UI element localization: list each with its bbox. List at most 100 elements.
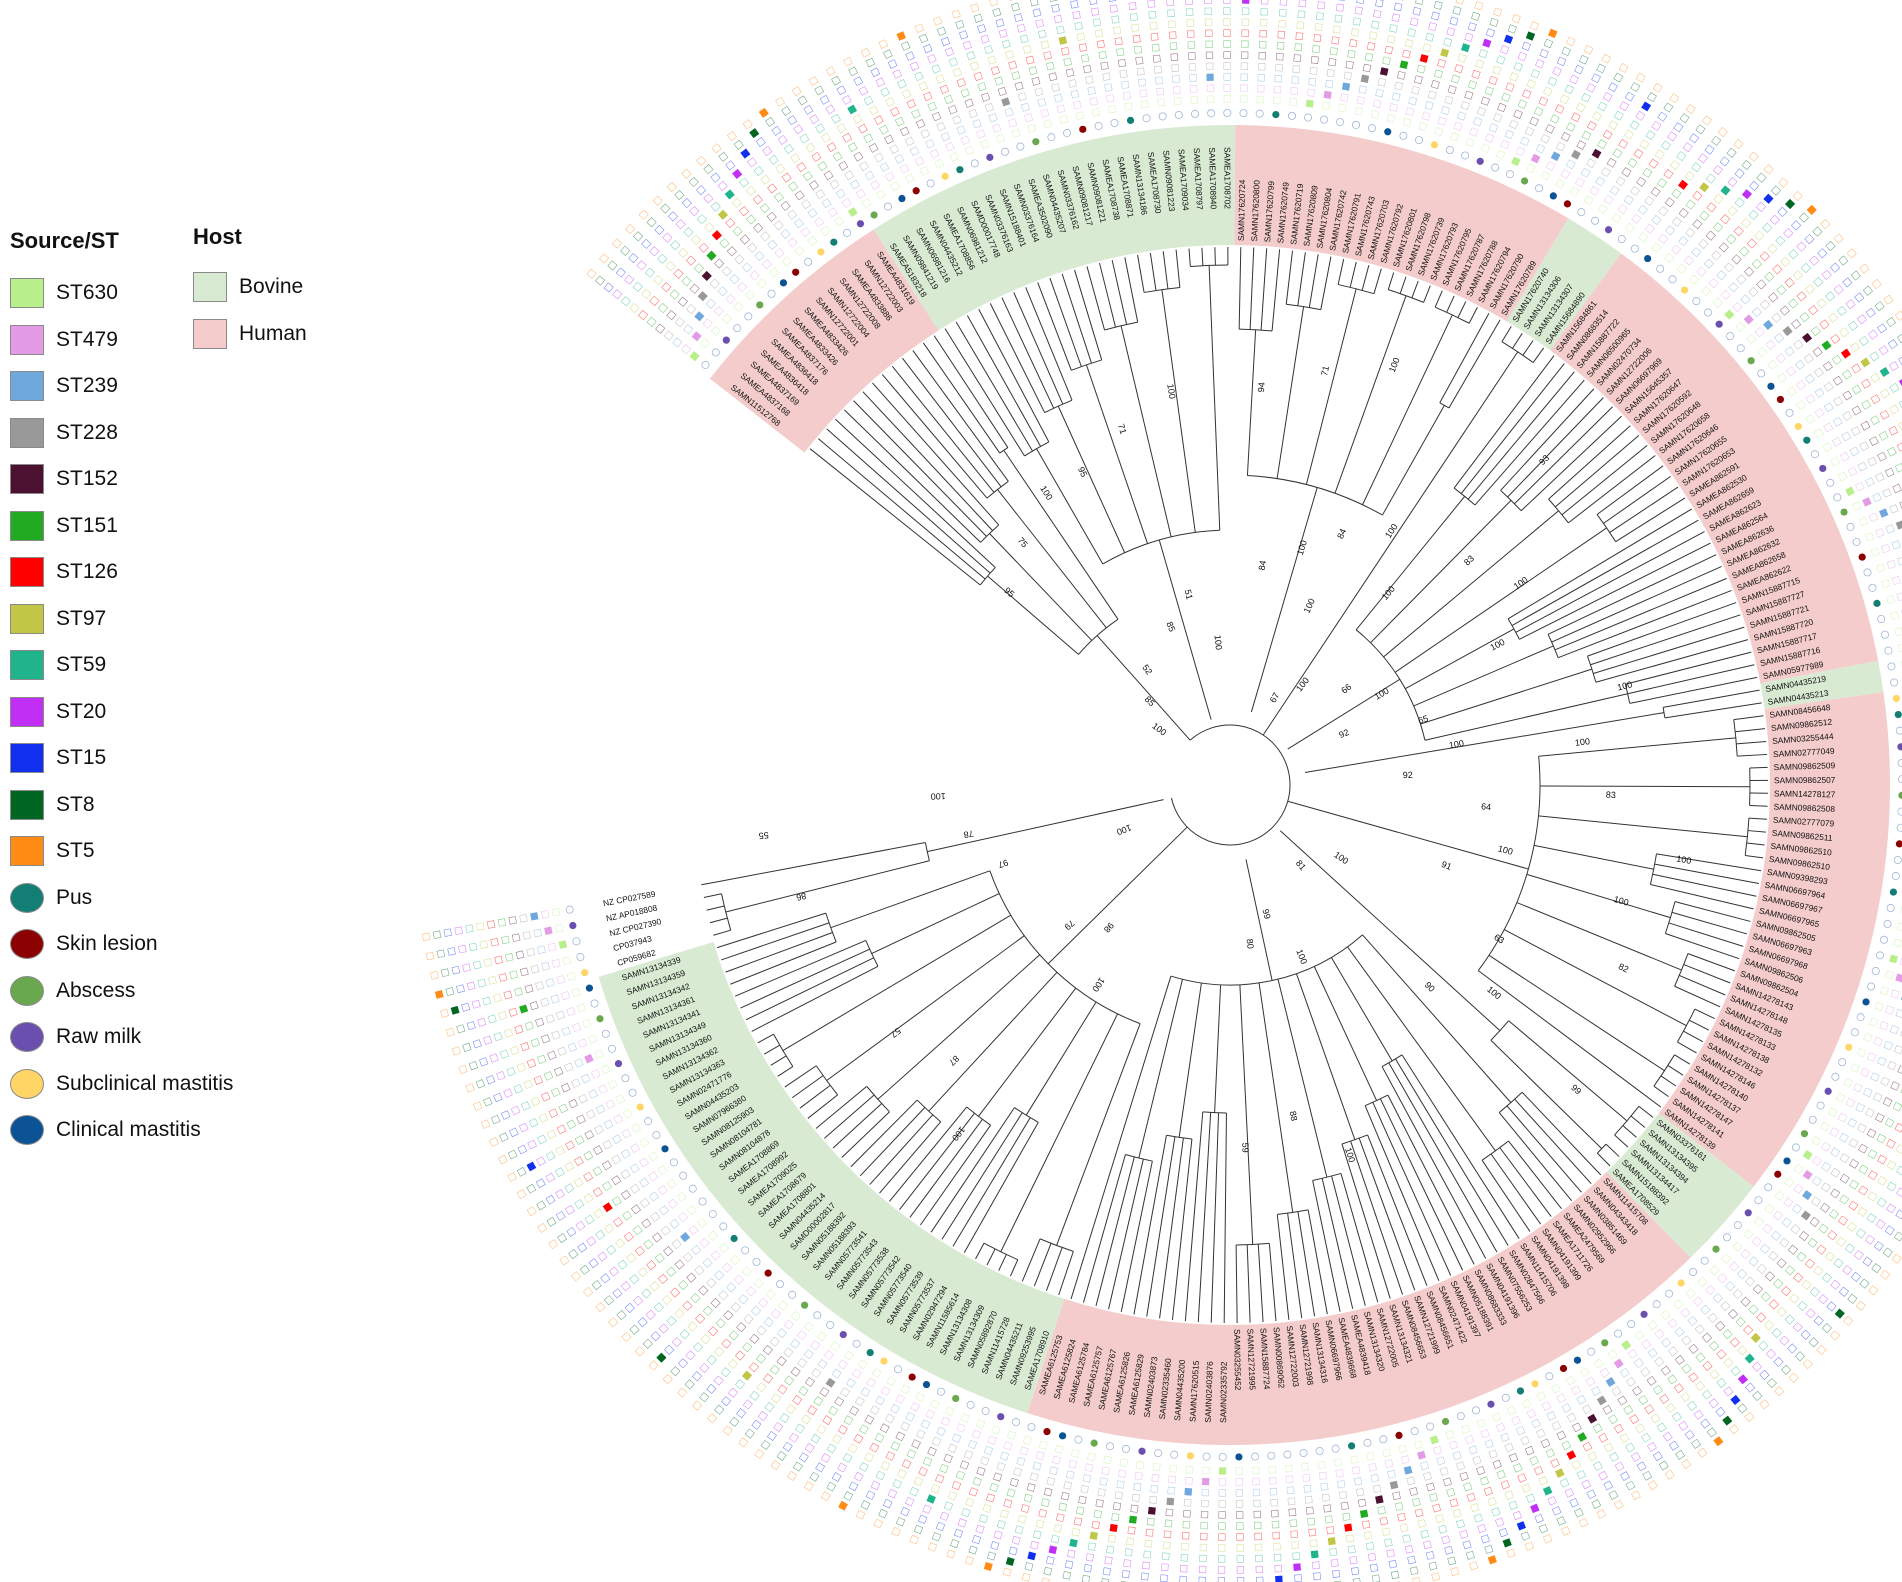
source-marker <box>1627 1320 1636 1329</box>
st-marker <box>1619 1367 1630 1378</box>
st-marker <box>1412 1577 1421 1582</box>
st-marker <box>1080 54 1090 63</box>
tip-branch <box>1547 554 1717 635</box>
st-marker <box>890 1403 900 1414</box>
st-marker <box>1839 1194 1850 1205</box>
st-marker <box>1624 91 1635 102</box>
source-marker <box>621 1074 630 1083</box>
st-marker <box>1354 6 1363 15</box>
st-marker <box>1809 1217 1820 1228</box>
st-marker <box>1617 204 1628 215</box>
st-marker <box>993 1530 1003 1540</box>
st-marker <box>767 183 778 194</box>
st-marker <box>1386 1549 1395 1558</box>
st-marker <box>891 1527 901 1537</box>
st-marker <box>1892 483 1902 494</box>
st-marker <box>723 1310 734 1321</box>
legend-host-bovine-swatch <box>193 272 227 302</box>
st-marker <box>1896 922 1902 932</box>
source-marker <box>1063 129 1072 138</box>
st-marker <box>1667 1346 1679 1357</box>
source-marker <box>804 257 813 266</box>
st-marker <box>598 253 610 264</box>
st-marker <box>1035 1451 1045 1461</box>
bootstrap-label: 100 <box>1574 736 1590 748</box>
st-marker <box>1720 185 1731 196</box>
group-stem <box>1362 934 1512 1103</box>
source-marker <box>1601 1339 1609 1347</box>
st-marker <box>1354 106 1363 116</box>
st-marker <box>498 1011 508 1021</box>
st-marker <box>1019 1446 1029 1456</box>
st-marker <box>561 1026 571 1036</box>
st-marker <box>611 1154 622 1165</box>
tip-branch <box>1086 266 1106 331</box>
st-marker <box>1737 1345 1748 1356</box>
st-marker <box>878 1508 888 1519</box>
st-marker <box>440 1008 449 1018</box>
bootstrap-label: 100 <box>1090 976 1107 994</box>
st-marker <box>1539 48 1549 59</box>
legend-st-st151: ST151 <box>10 509 118 543</box>
st-marker <box>620 296 631 307</box>
st-marker <box>968 1487 979 1497</box>
clade-arc <box>1490 1020 1510 1041</box>
st-marker <box>497 1154 508 1165</box>
tip-branch <box>1175 249 1181 288</box>
st-marker <box>622 1210 633 1221</box>
st-marker <box>1691 247 1702 258</box>
st-marker <box>738 206 750 217</box>
st-marker <box>1540 1438 1551 1449</box>
st-marker <box>626 1252 637 1263</box>
st-marker <box>1783 1197 1794 1208</box>
st-marker <box>1673 122 1684 133</box>
st-marker <box>1347 49 1356 59</box>
st-marker <box>934 158 945 169</box>
st-marker <box>1632 1385 1643 1396</box>
st-marker <box>765 1289 776 1300</box>
tip-branch <box>1746 842 1765 846</box>
st-marker <box>1759 1399 1770 1410</box>
source-marker <box>1384 128 1392 136</box>
st-marker <box>781 256 792 267</box>
st-marker <box>1173 86 1181 94</box>
st-marker <box>728 1387 739 1398</box>
st-marker <box>1633 148 1644 159</box>
st-marker <box>1398 1444 1407 1454</box>
tip-branch <box>1615 497 1686 543</box>
st-marker <box>1252 1477 1260 1486</box>
st-marker <box>922 1456 933 1467</box>
st-marker <box>1462 1540 1472 1550</box>
st-marker <box>684 1379 695 1390</box>
st-marker <box>1124 102 1133 111</box>
st-marker <box>667 1198 678 1209</box>
st-marker <box>1659 1393 1670 1404</box>
st-marker <box>1776 1258 1787 1269</box>
st-marker <box>566 1226 577 1237</box>
st-marker <box>693 263 704 274</box>
st-marker <box>1149 21 1158 30</box>
st-marker <box>1149 1495 1158 1504</box>
st-marker <box>1802 1358 1813 1370</box>
st-marker <box>663 1246 674 1257</box>
source-marker <box>1794 422 1802 431</box>
st-marker <box>1862 285 1873 296</box>
st-marker <box>875 1470 886 1481</box>
source-marker <box>830 238 838 246</box>
st-marker <box>821 198 832 209</box>
tip-branch <box>879 1121 942 1194</box>
st-marker <box>1601 53 1612 64</box>
st-marker <box>1728 1261 1740 1272</box>
st-marker <box>1835 1092 1846 1103</box>
st-marker <box>1762 1223 1773 1234</box>
group-arc <box>773 1033 794 1067</box>
source-marker <box>1858 553 1866 561</box>
st-marker <box>1849 1158 1859 1169</box>
st-marker <box>1886 559 1896 570</box>
st-marker <box>657 253 668 264</box>
st-marker <box>1839 1173 1850 1184</box>
st-marker <box>1037 98 1047 107</box>
source-marker <box>1476 157 1484 165</box>
st-marker <box>591 1280 602 1291</box>
st-marker <box>1045 61 1055 71</box>
